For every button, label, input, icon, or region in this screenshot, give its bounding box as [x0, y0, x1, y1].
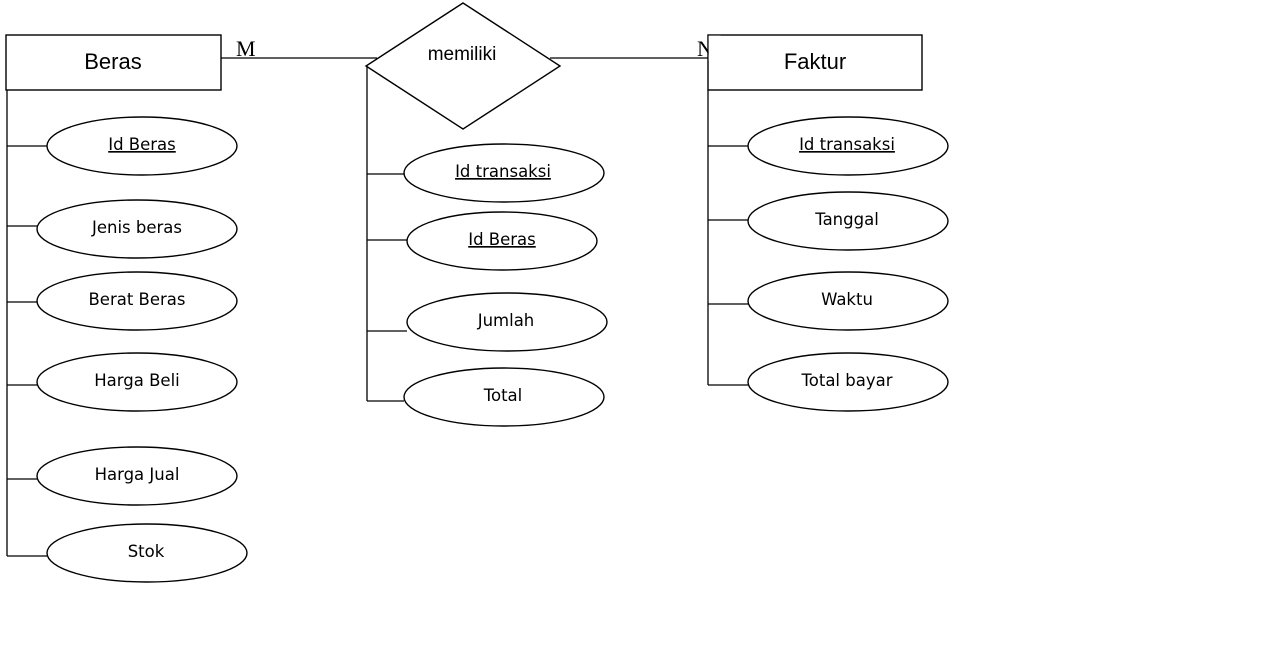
attribute-ellipse: [406, 211, 598, 271]
entity-beras: Beras: [5, 34, 222, 91]
entity-beras-box: [5, 34, 222, 91]
cardinality-left: M: [236, 36, 256, 61]
attribute-label: Total: [483, 386, 523, 405]
faktur-attributes: Id transaksi Tanggal Waktu Total bayar: [747, 116, 949, 412]
attribute-label: Waktu: [821, 290, 873, 309]
attribute-label: Jumlah: [477, 311, 535, 330]
attribute-ellipse: [403, 367, 605, 427]
attribute-ellipse: [747, 116, 949, 176]
attribute-label: Id transaksi: [455, 162, 551, 181]
attribute-ellipse: [36, 352, 238, 412]
attribute-ellipse: [36, 446, 238, 506]
relationship-attributes: Id transaksi Id Beras Jumlah Total: [403, 143, 608, 427]
attribute-label: Stok: [128, 542, 165, 561]
relationship-diamond: [364, 2, 562, 130]
attribute-label: Tanggal: [814, 210, 879, 229]
beras-attributes: Id Beras Jenis beras Berat Beras Harga B…: [36, 116, 248, 583]
entity-faktur-box: [707, 34, 923, 91]
attribute-label: Jenis beras: [91, 218, 182, 237]
attribute-ellipse: [36, 199, 238, 259]
attribute-ellipse: [403, 143, 605, 203]
relationship-memiliki: memiliki: [364, 2, 562, 130]
attribute-label: Id Beras: [108, 135, 176, 154]
attribute-ellipse: [406, 292, 608, 352]
attribute-label: Total bayar: [800, 371, 892, 390]
attribute-label: Berat Beras: [88, 290, 185, 309]
attribute-ellipse: [46, 523, 248, 583]
relationship-title: memiliki: [428, 44, 497, 65]
attribute-ellipse: [747, 271, 949, 331]
attribute-ellipse: [747, 191, 949, 251]
attribute-label: Harga Jual: [95, 465, 180, 484]
connector-lines: [6, 57, 748, 557]
attribute-ellipse: [36, 271, 238, 331]
attribute-label: Id transaksi: [799, 135, 895, 154]
attribute-ellipse: [46, 116, 238, 176]
attribute-label: Id Beras: [468, 230, 536, 249]
entity-beras-title: Beras: [84, 49, 141, 74]
entity-faktur: Faktur: [707, 34, 923, 91]
entity-faktur-title: Faktur: [784, 49, 846, 74]
attribute-ellipse: [747, 352, 949, 412]
attribute-label: Harga Beli: [94, 371, 179, 390]
